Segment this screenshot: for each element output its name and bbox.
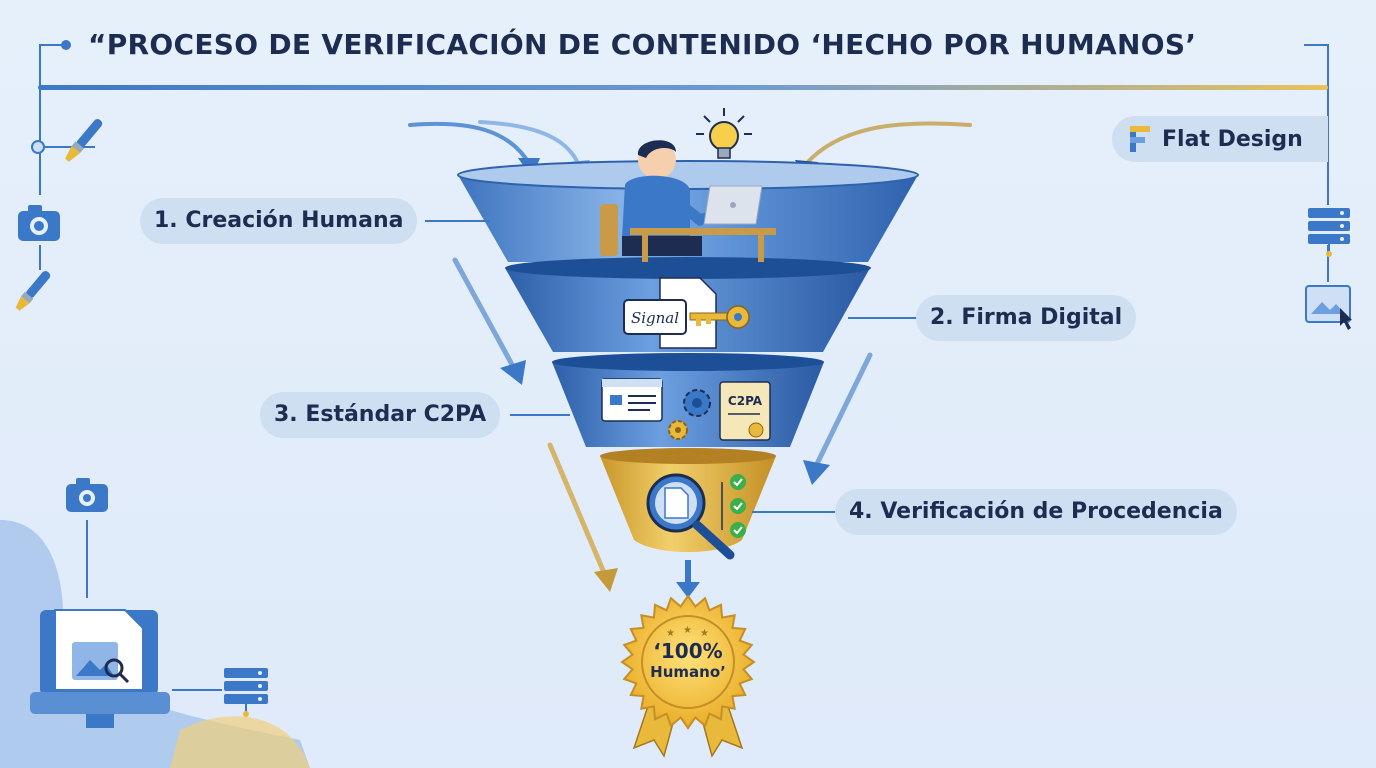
node-dot — [31, 140, 45, 154]
page-title: “PROCESO DE VERIFICACIÓN DE CONTENIDO ‘H… — [88, 28, 1197, 61]
side-arrows — [452, 257, 873, 578]
step-firma-digital: 2. Firma Digital — [916, 295, 1137, 341]
incoming-arrows — [408, 120, 972, 170]
monitor-icon — [30, 609, 170, 728]
image-click-icon — [1305, 285, 1352, 330]
lightbulb-icon — [696, 108, 752, 159]
svg-text:★: ★ — [700, 628, 709, 639]
svg-text:★: ★ — [666, 628, 675, 639]
c2pa-certificate: C2PA — [719, 381, 771, 441]
arrow-head — [803, 460, 830, 485]
arrow-head — [500, 360, 526, 385]
title-dot — [61, 40, 71, 50]
step-estandar-c2pa: 3. Estándar C2PA — [260, 392, 501, 438]
camera-icon — [66, 478, 108, 512]
flat-design-badge: Flat Design — [1112, 116, 1328, 162]
signature-text: Signal — [631, 309, 679, 327]
step-verificacion-procedencia: 4. Verificación de Procedencia — [835, 489, 1237, 535]
svg-text:★: ★ — [683, 625, 692, 636]
title-underline — [38, 85, 1328, 90]
seal-line-1: ‘100% — [653, 639, 723, 663]
server-icon — [224, 668, 268, 717]
seal-label: ‘100% Humano’ — [628, 640, 748, 682]
server-icon — [1308, 208, 1350, 257]
magnifier-icon — [646, 473, 735, 560]
gear-icon — [683, 389, 711, 417]
checkmark-icon — [721, 474, 746, 538]
pill-connectors — [425, 220, 918, 513]
arrow-down-icon — [676, 560, 700, 598]
gear-icon — [668, 420, 688, 440]
key-icon — [689, 305, 750, 329]
badge-label: Flat Design — [1162, 126, 1303, 152]
paintbrush-icon — [15, 271, 51, 311]
seal-badge: ★ ★ ★ — [620, 594, 756, 758]
seal-line-2: Humano’ — [650, 663, 726, 681]
step-creacion-humana: 1. Creación Humana — [140, 198, 418, 244]
person-at-laptop — [600, 140, 776, 262]
paintbrush-icon — [65, 119, 103, 162]
c2pa-components — [601, 378, 663, 422]
arrow-head — [594, 568, 618, 592]
logo-f-icon — [1130, 126, 1150, 152]
certificate-text: C2PA — [728, 394, 763, 408]
camera-icon — [18, 205, 60, 241]
signed-document: Signal — [623, 277, 717, 349]
